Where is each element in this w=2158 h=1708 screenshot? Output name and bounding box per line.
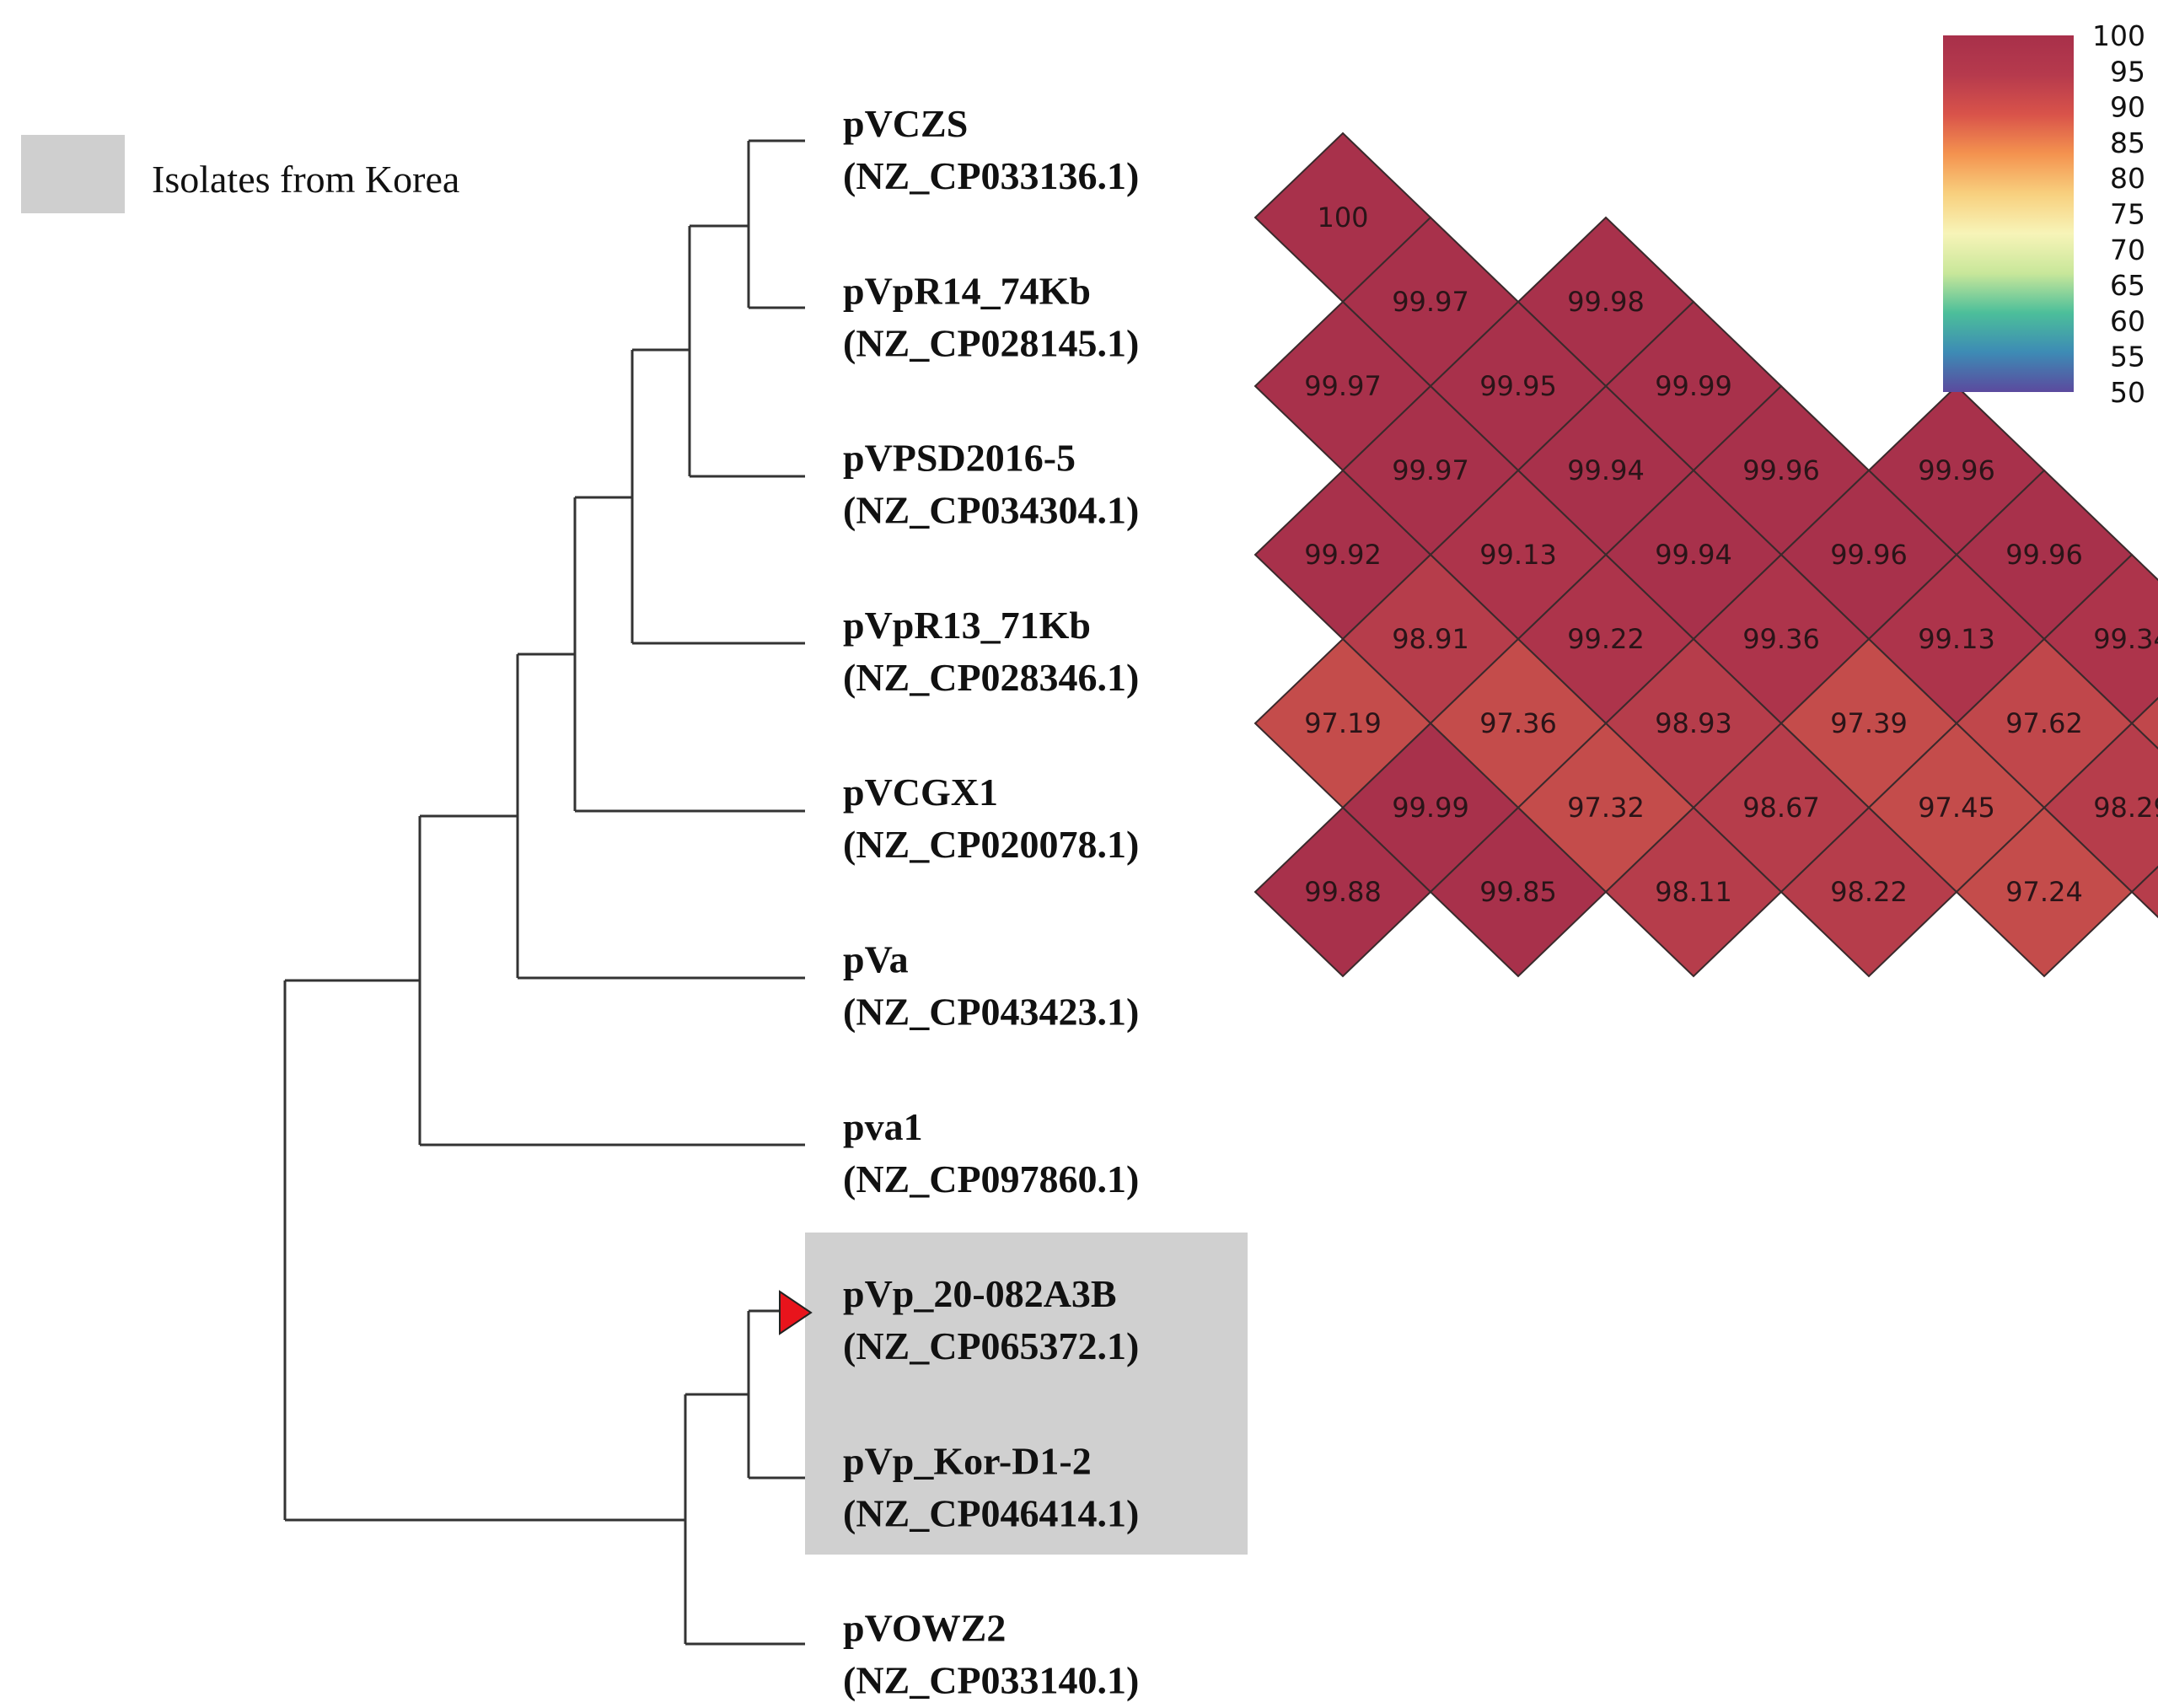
heatmap-cell-value: 99.13 <box>1479 539 1557 571</box>
heatmap-cell-value: 99.98 <box>1567 286 1645 318</box>
scale-tick-label: 55 <box>2110 341 2145 373</box>
taxon-name: pVCGX1 <box>843 771 998 814</box>
taxon-accession: (NZ_CP020078.1) <box>843 823 1139 866</box>
scale-tick-label: 50 <box>2110 376 2145 409</box>
heatmap-cell-shape <box>1604 806 1783 978</box>
korea-highlight-box <box>805 1233 1248 1555</box>
heatmap-cell-value: 99.96 <box>1918 454 1995 486</box>
taxon-accession: (NZ_CP033140.1) <box>843 1659 1139 1702</box>
taxon-accession: (NZ_CP028346.1) <box>843 656 1139 699</box>
heatmap-cell-value: 99.99 <box>1655 370 1732 402</box>
heatmap-cell-value: 97.32 <box>1567 792 1645 824</box>
taxon-name: pVp_Kor-D1-2 <box>843 1439 1092 1482</box>
scale-tick-label: 80 <box>2110 162 2145 195</box>
legend-swatch <box>21 135 125 213</box>
heatmap-cell-value: 99.92 <box>1304 539 1382 571</box>
scale-tick-label: 95 <box>2110 55 2145 88</box>
heatmap-cell: 98.29 <box>2043 722 2158 894</box>
heatmap-cell-shape <box>2130 696 2158 750</box>
scale-tick-label: 85 <box>2110 126 2145 159</box>
taxon-name: pVpR14_74Kb <box>843 269 1091 312</box>
heatmap-cell: 98.18 <box>2130 865 2158 919</box>
heatmap-cell: 98.11 <box>1604 806 1783 978</box>
heatmap-cell-shape <box>1780 806 1958 978</box>
taxon-name: pVPSD2016-5 <box>843 437 1076 480</box>
heatmap-cell: 99.34 <box>2043 553 2158 725</box>
taxon-name: pva1 <box>843 1105 923 1148</box>
heatmap-cell-value: 98.11 <box>1655 876 1732 908</box>
legend: Isolates from Korea <box>21 135 459 213</box>
taxon-labels: pVCZS (NZ_CP033136.1) pVpR14_74Kb (NZ_CP028… <box>843 102 1139 1702</box>
heatmap-cell: 98.22 <box>1780 806 1958 978</box>
heatmap-cell: 99.88 <box>1253 806 1432 978</box>
taxon-name: pVpR13_71Kb <box>843 604 1091 647</box>
taxon-name: pVOWZ2 <box>843 1607 1006 1650</box>
heatmap-cell-value: 99.36 <box>1742 623 1820 655</box>
heatmap-cell-value: 99.34 <box>2093 623 2158 655</box>
heatmap-cell-value: 97.19 <box>1304 707 1382 739</box>
taxon-accession: (NZ_CP028145.1) <box>843 321 1139 364</box>
phylogenetic-tree <box>283 139 805 1646</box>
taxon-name: pVCZS <box>843 102 968 145</box>
heatmap-cell-value: 97.45 <box>1918 792 1995 824</box>
heatmap-cell-value: 97.24 <box>2005 876 2083 908</box>
taxon-accession: (NZ_CP097860.1) <box>843 1157 1139 1200</box>
heatmap-cell-shape <box>1253 806 1432 978</box>
heatmap-cell-value: 98.22 <box>1830 876 1908 908</box>
legend-label: Isolates from Korea <box>152 158 459 201</box>
heatmap-cell-value: 98.29 <box>2093 792 2158 824</box>
heatmap-cell-value: 99.96 <box>2005 539 2083 571</box>
taxon-accession: (NZ_CP065372.1) <box>843 1324 1139 1367</box>
heatmap-cell-value: 99.99 <box>1392 792 1469 824</box>
heatmap-cell: 99.85 <box>1429 806 1608 978</box>
heatmap-cell-value: 99.22 <box>1567 623 1645 655</box>
taxon-accession: (NZ_CP043423.1) <box>843 991 1139 1034</box>
heatmap-cell-value: 99.94 <box>1567 454 1645 486</box>
heatmap-cell-value: 99.85 <box>1479 876 1557 908</box>
scale-tick-label: 90 <box>2110 91 2145 124</box>
heatmap-cell-value: 97.36 <box>1479 707 1557 739</box>
heatmap-cell-value: 99.13 <box>1918 623 1995 655</box>
heatmap-cell-shape <box>1955 806 2134 978</box>
heatmap-cell-value: 100 <box>1317 201 1368 234</box>
taxon-name: pVa <box>843 938 909 981</box>
scale-tick-label: 75 <box>2110 198 2145 231</box>
heatmap-cell: 97.24 <box>1955 806 2134 978</box>
heatmap-cell-value: 99.97 <box>1304 370 1382 402</box>
heatmap-cell-value: 99.96 <box>1742 454 1820 486</box>
color-scale-bar <box>1943 35 2074 392</box>
heatmap-cell-value: 98.91 <box>1392 623 1469 655</box>
heatmap-cell: 97.55 <box>2130 696 2158 750</box>
scale-tick-label: 70 <box>2110 234 2145 266</box>
red-triangle-marker-icon <box>779 1290 813 1335</box>
taxon-accession: (NZ_CP034304.1) <box>843 489 1139 532</box>
heatmap-cell-value: 99.97 <box>1392 454 1469 486</box>
identity-heatmap: 100 99.97 99.98 99.97 99.95 99.99 99.97 99.94 99… <box>1253 132 2158 978</box>
scale-tick-label: 100 <box>2092 19 2145 52</box>
taxon-accession: (NZ_CP046414.1) <box>843 1491 1139 1534</box>
heatmap-cell-value: 97.39 <box>1830 707 1908 739</box>
taxon-accession: (NZ_CP033136.1) <box>843 154 1139 197</box>
heatmap-cell-shape <box>2130 865 2158 919</box>
taxon-name: pVp_20-082A3B <box>843 1272 1117 1315</box>
heatmap-cell-shape <box>1429 806 1608 978</box>
scale-tick-label: 65 <box>2110 269 2145 302</box>
heatmap-cell-value: 97.62 <box>2005 707 2083 739</box>
scale-tick-label: 60 <box>2110 304 2145 337</box>
heatmap-cell-value: 98.67 <box>1742 792 1820 824</box>
heatmap-cell-value: 99.95 <box>1479 370 1557 402</box>
heatmap-cell-value: 99.94 <box>1655 539 1732 571</box>
heatmap-cell-value: 99.96 <box>1830 539 1908 571</box>
heatmap-cell-value: 98.93 <box>1655 707 1732 739</box>
heatmap-cell-value: 99.97 <box>1392 286 1469 318</box>
heatmap-cell-value: 99.88 <box>1304 876 1382 908</box>
